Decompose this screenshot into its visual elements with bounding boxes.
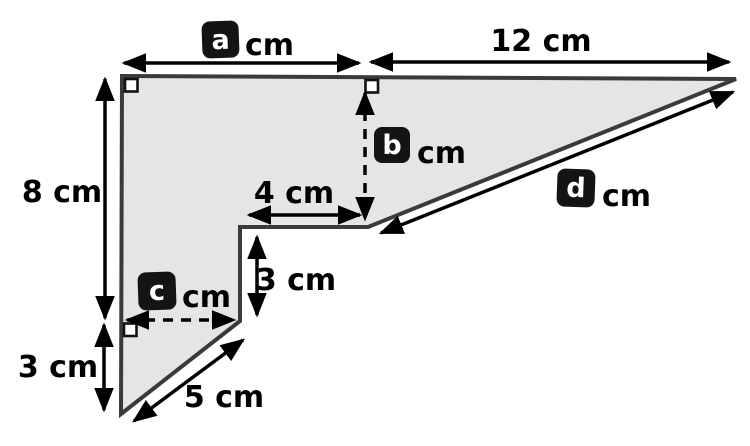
- answer-box-c: [137, 271, 177, 311]
- dimension-label-a: a: [201, 20, 240, 59]
- dimension-label-a-unit: cm: [245, 28, 294, 63]
- compound-shape: [118, 73, 737, 419]
- answer-box-a-letter: a: [211, 25, 230, 57]
- answer-box-b-letter: b: [382, 130, 401, 161]
- dimension-label-c: c: [137, 271, 177, 311]
- dimension-label-d: d: [556, 168, 596, 208]
- right-angle-marker-b-top: [364, 78, 380, 94]
- dimension-label-5cm: 5 cm: [184, 380, 264, 415]
- right-angle-marker-top-left: [123, 77, 139, 93]
- dimension-arrow-5cm: [132, 338, 245, 423]
- dimension-label-b-unit: cm: [417, 136, 466, 171]
- dimension-label-4cm: 4 cm: [254, 176, 334, 211]
- answer-box-a: [201, 20, 240, 59]
- dimension-label-8cm: 8 cm: [22, 175, 102, 210]
- answer-box-d-letter: d: [566, 173, 586, 205]
- dimension-label-3cm-left: 3 cm: [18, 350, 98, 385]
- dimension-label-3cm-step: 3 cm: [256, 263, 336, 298]
- answer-box-b: [374, 127, 410, 163]
- dimension-arrow-d: [378, 90, 736, 235]
- dimension-label-d-unit: cm: [602, 179, 651, 214]
- right-angle-marker-c-left: [122, 322, 138, 338]
- dimension-label-12cm: 12 cm: [490, 24, 591, 59]
- answer-box-c-letter: c: [148, 276, 165, 308]
- dimension-label-b: b: [374, 127, 410, 163]
- answer-box-d: [556, 168, 596, 208]
- dimension-label-c-unit: cm: [182, 280, 231, 315]
